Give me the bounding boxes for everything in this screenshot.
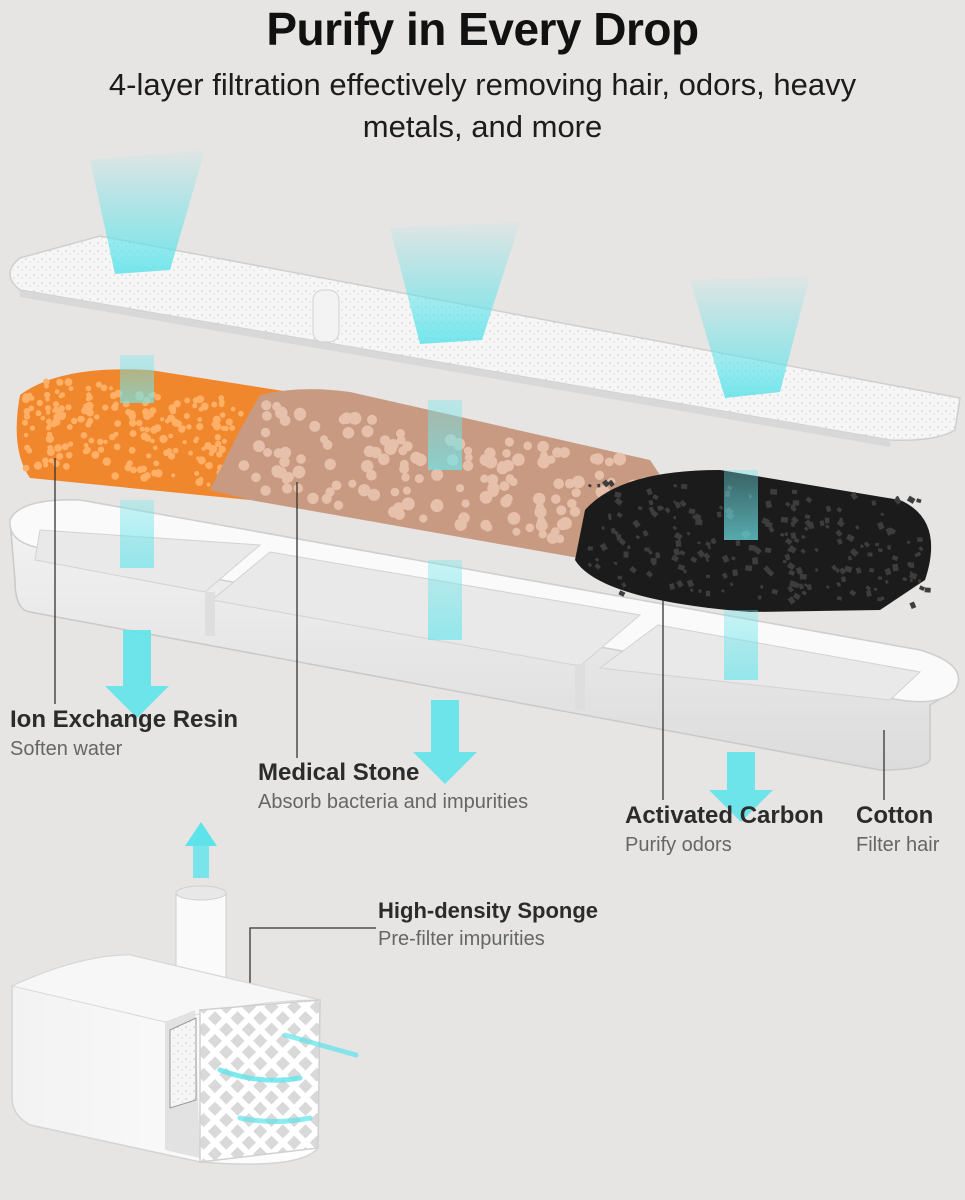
layer-name: Ion Exchange Resin — [10, 706, 239, 733]
leader-lines — [54, 458, 885, 1000]
layer-name: Cotton — [856, 802, 934, 829]
layer-name: High-density Sponge — [378, 898, 598, 923]
layer-name: Activated Carbon — [625, 802, 824, 829]
layer-desc: Purify odors — [625, 834, 732, 856]
label-ion-exchange-resin: Ion Exchange Resin Soften water — [10, 706, 238, 761]
layer-desc: Soften water — [10, 738, 123, 760]
water-down-arrows — [105, 630, 773, 822]
layer-desc: Pre-filter impurities — [378, 928, 545, 950]
label-activated-carbon: Activated Carbon Purify odors — [625, 802, 824, 857]
pump-up-arrow — [185, 822, 217, 878]
layer-name: Medical Stone — [258, 759, 420, 786]
medical-stone-beads — [210, 389, 660, 560]
layer-desc: Filter hair — [856, 834, 940, 856]
label-high-density-sponge: High-density Sponge Pre-filter impuritie… — [378, 898, 598, 951]
page-title: Purify in Every Drop — [266, 3, 699, 55]
water-beams-mid — [120, 355, 758, 680]
label-medical-stone: Medical Stone Absorb bacteria and impuri… — [258, 759, 528, 814]
water-beams-top — [90, 150, 810, 398]
layer-desc: Absorb bacteria and impurities — [258, 791, 529, 813]
water-pump — [10, 885, 359, 1165]
activated-carbon-granules — [575, 470, 932, 612]
page-subtitle: 4-layer filtration effectively removing … — [108, 67, 857, 144]
label-cotton: Cotton Filter hair — [856, 802, 939, 857]
filter-tray — [9, 499, 960, 771]
